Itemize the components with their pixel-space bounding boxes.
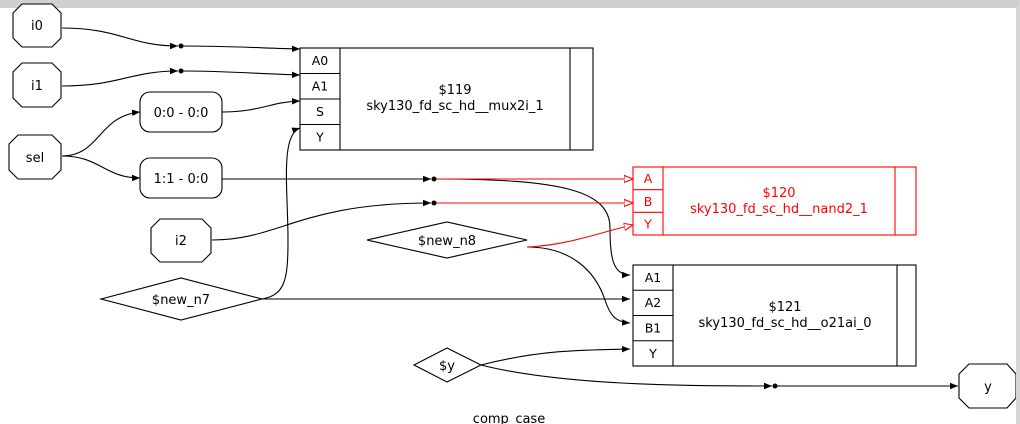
edge-n8-y [526,225,633,248]
cell-120-type: sky130_fd_sc_hd__nand2_1 [690,202,868,217]
port-y: Y [643,217,652,232]
port-y: Y [315,130,324,145]
junction-dot [431,200,437,206]
diagram-caption: comp_case [473,412,545,424]
slice-box [139,157,223,199]
diamond-shape [98,277,265,321]
junction-dot [178,68,184,74]
junction-dot [772,383,778,389]
octagon-shape [150,218,212,263]
port-b1: B1 [645,321,662,336]
input-i2-label: i2 [175,234,187,249]
octagon-shape [12,62,62,108]
input-i0-label: i0 [31,19,43,34]
cell-119-type: sky130_fd_sc_hd__mux2i_1 [366,99,543,114]
port-a: A [644,171,653,186]
cell-box [632,264,917,367]
wire-y[interactable]: $y [412,347,483,383]
port-a1: A1 [312,79,329,94]
input-i1[interactable]: i1 [12,62,62,108]
input-i1-label: i1 [31,79,43,94]
input-sel-label: sel [26,151,44,166]
junction-dot [431,176,437,182]
junction-dot [178,43,184,49]
cell-120[interactable]: A B Y $120 sky130_fd_sc_hd__nand2_1 [632,166,917,236]
port-s: S [316,104,324,119]
output-y-label: y [984,380,992,395]
cell-121[interactable]: A1 A2 B1 Y $121 sky130_fd_sc_hd__o21ai_0 [632,264,917,367]
edge-i1-a1 [180,70,301,78]
octagon-shape [12,3,62,48]
slice-node-s0[interactable]: 0:0 - 0:0 [139,91,223,133]
junctions [178,43,778,389]
diamond-shape [366,221,528,259]
input-i0[interactable]: i0 [12,3,62,48]
cell-box [632,166,917,236]
wire-n7[interactable]: $new_n7 [98,277,265,321]
edge-i0-a0 [180,45,301,52]
octagon-shape [958,363,1016,409]
edge-y-y121 [480,345,631,366]
port-b: B [644,194,653,209]
cell-119-id: $119 [438,83,471,98]
edge-sel-s1 [61,155,141,182]
slice-node-s0-label: 0:0 - 0:0 [154,106,209,121]
edges [61,27,958,390]
edge-sel-s0 [61,109,141,157]
port-a0: A0 [312,53,329,68]
wire-n8[interactable]: $new_n8 [366,221,528,259]
cell-121-id: $121 [768,300,801,315]
diamond-shape [412,347,483,383]
slice-box [139,91,223,133]
wire-n8-label: $new_n8 [418,234,476,249]
edge-i2-j [211,199,432,241]
edge-s0-s [221,98,301,113]
slice-node-s1[interactable]: 1:1 - 0:0 [139,157,223,199]
edge-i1 [61,67,179,87]
port-a1: A1 [645,270,662,285]
port-y: Y [648,346,657,361]
edge-i0 [61,27,179,50]
edge-n8-b1 [526,246,631,326]
cell-119[interactable]: A0 A1 S Y $119 sky130_fd_sc_hd__mux2i_1 [299,47,594,151]
input-sel[interactable]: sel [8,134,62,180]
octagon-shape [8,134,62,180]
input-i2[interactable]: i2 [150,218,212,263]
edge-n7-y119 [261,127,301,300]
slice-node-s1-label: 1:1 - 0:0 [154,172,209,187]
edge-y-j [480,364,773,390]
edge-j1-a1 [433,178,631,279]
cell-box [299,47,594,151]
port-a2: A2 [645,295,662,310]
wire-y-label: $y [439,359,455,374]
cell-120-id: $120 [762,186,795,201]
wire-n7-label: $new_n7 [152,293,210,308]
cell-121-type: sky130_fd_sc_hd__o21ai_0 [699,316,872,331]
output-y[interactable]: y [958,363,1016,409]
